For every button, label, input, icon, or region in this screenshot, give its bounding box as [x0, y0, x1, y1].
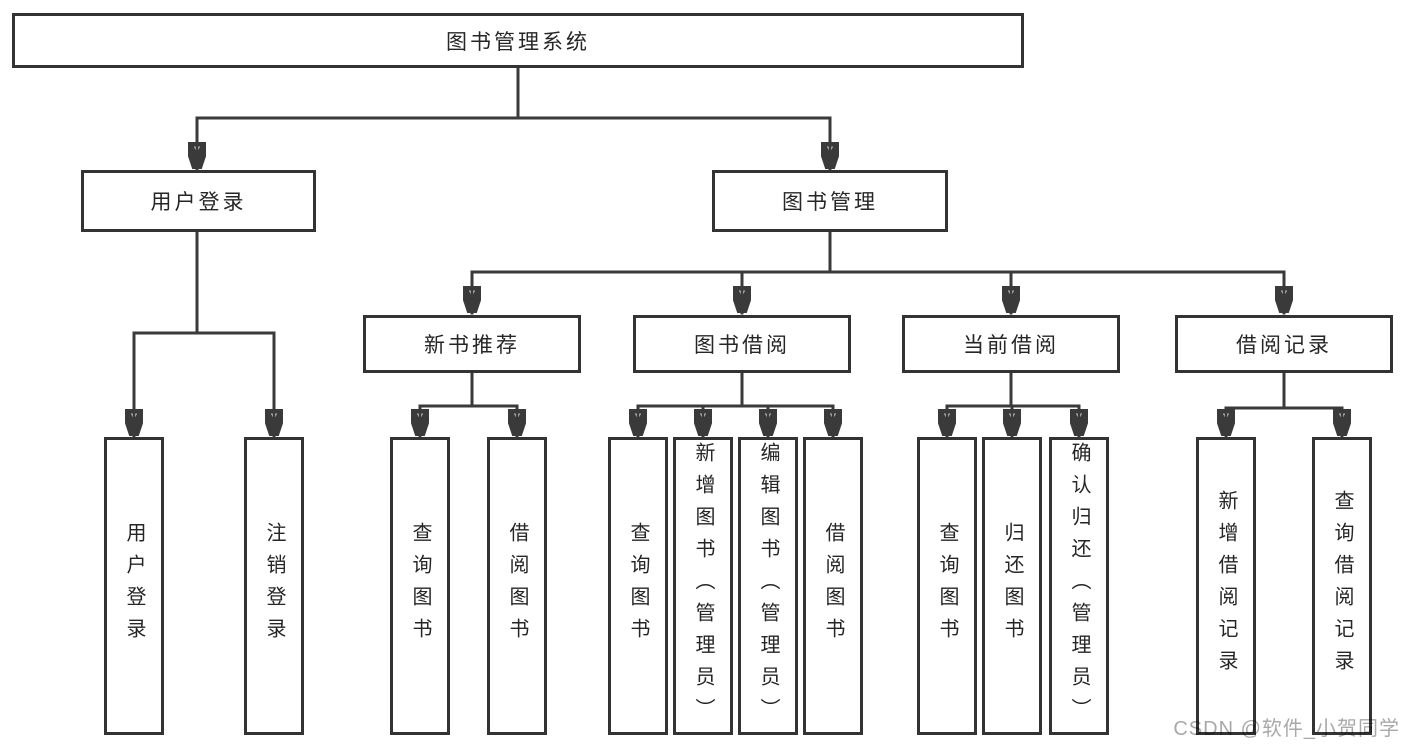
leaf-user-login: 用户登录 [104, 437, 164, 735]
leaf-recommend-query-book: 查询图书 [390, 437, 450, 735]
leaf-logout-label: 注销登录 [263, 522, 285, 650]
leaf-current-query-book-label: 查询图书 [936, 522, 958, 650]
node-root: 图书管理系统 [12, 13, 1024, 68]
leaf-borrow-borrow-book: 借阅图书 [803, 437, 863, 735]
node-current-borrow: 当前借阅 [902, 315, 1120, 373]
leaf-borrow-add-book: 新增图书（管理员） [673, 437, 733, 735]
leaf-borrow-edit-book-label: 编辑图书（管理员） [757, 442, 779, 730]
node-book-management-label: 图书管理 [782, 191, 878, 214]
node-new-book-recommend-label: 新书推荐 [424, 334, 520, 357]
node-new-book-recommend: 新书推荐 [363, 315, 581, 373]
leaf-borrow-query-book-label: 查询图书 [627, 522, 649, 650]
leaf-current-return-book: 归还图书 [982, 437, 1042, 735]
leaf-current-return-book-label: 归还图书 [1001, 522, 1023, 650]
node-book-borrow: 图书借阅 [633, 315, 851, 373]
leaf-current-query-book: 查询图书 [917, 437, 977, 735]
node-current-borrow-label: 当前借阅 [963, 334, 1059, 357]
leaf-current-confirm-return: 确认归还（管理员） [1049, 437, 1109, 735]
node-book-borrow-label: 图书借阅 [694, 334, 790, 357]
leaf-records-add-record: 新增借阅记录 [1196, 437, 1256, 735]
leaf-user-login-label: 用户登录 [123, 522, 145, 650]
node-root-label: 图书管理系统 [446, 30, 590, 54]
leaf-current-confirm-return-label: 确认归还（管理员） [1068, 442, 1090, 730]
node-user-login: 用户登录 [81, 170, 316, 232]
leaf-recommend-borrow-book: 借阅图书 [487, 437, 547, 735]
node-user-login-label: 用户登录 [150, 191, 247, 214]
csdn-watermark: CSDN @软件_小贺同学 [1173, 718, 1400, 740]
node-book-management: 图书管理 [712, 170, 948, 232]
leaf-borrow-add-book-label: 新增图书（管理员） [692, 442, 714, 730]
leaf-borrow-borrow-book-label: 借阅图书 [822, 522, 844, 650]
leaf-records-query-record: 查询借阅记录 [1312, 437, 1372, 735]
leaf-records-query-record-label: 查询借阅记录 [1331, 490, 1353, 682]
node-borrow-records: 借阅记录 [1175, 315, 1393, 373]
leaf-logout: 注销登录 [244, 437, 304, 735]
leaf-recommend-query-book-label: 查询图书 [409, 522, 431, 650]
node-borrow-records-label: 借阅记录 [1236, 334, 1332, 357]
leaf-recommend-borrow-book-label: 借阅图书 [506, 522, 528, 650]
leaf-records-add-record-label: 新增借阅记录 [1215, 490, 1237, 682]
leaf-borrow-edit-book: 编辑图书（管理员） [738, 437, 798, 735]
leaf-borrow-query-book: 查询图书 [608, 437, 668, 735]
